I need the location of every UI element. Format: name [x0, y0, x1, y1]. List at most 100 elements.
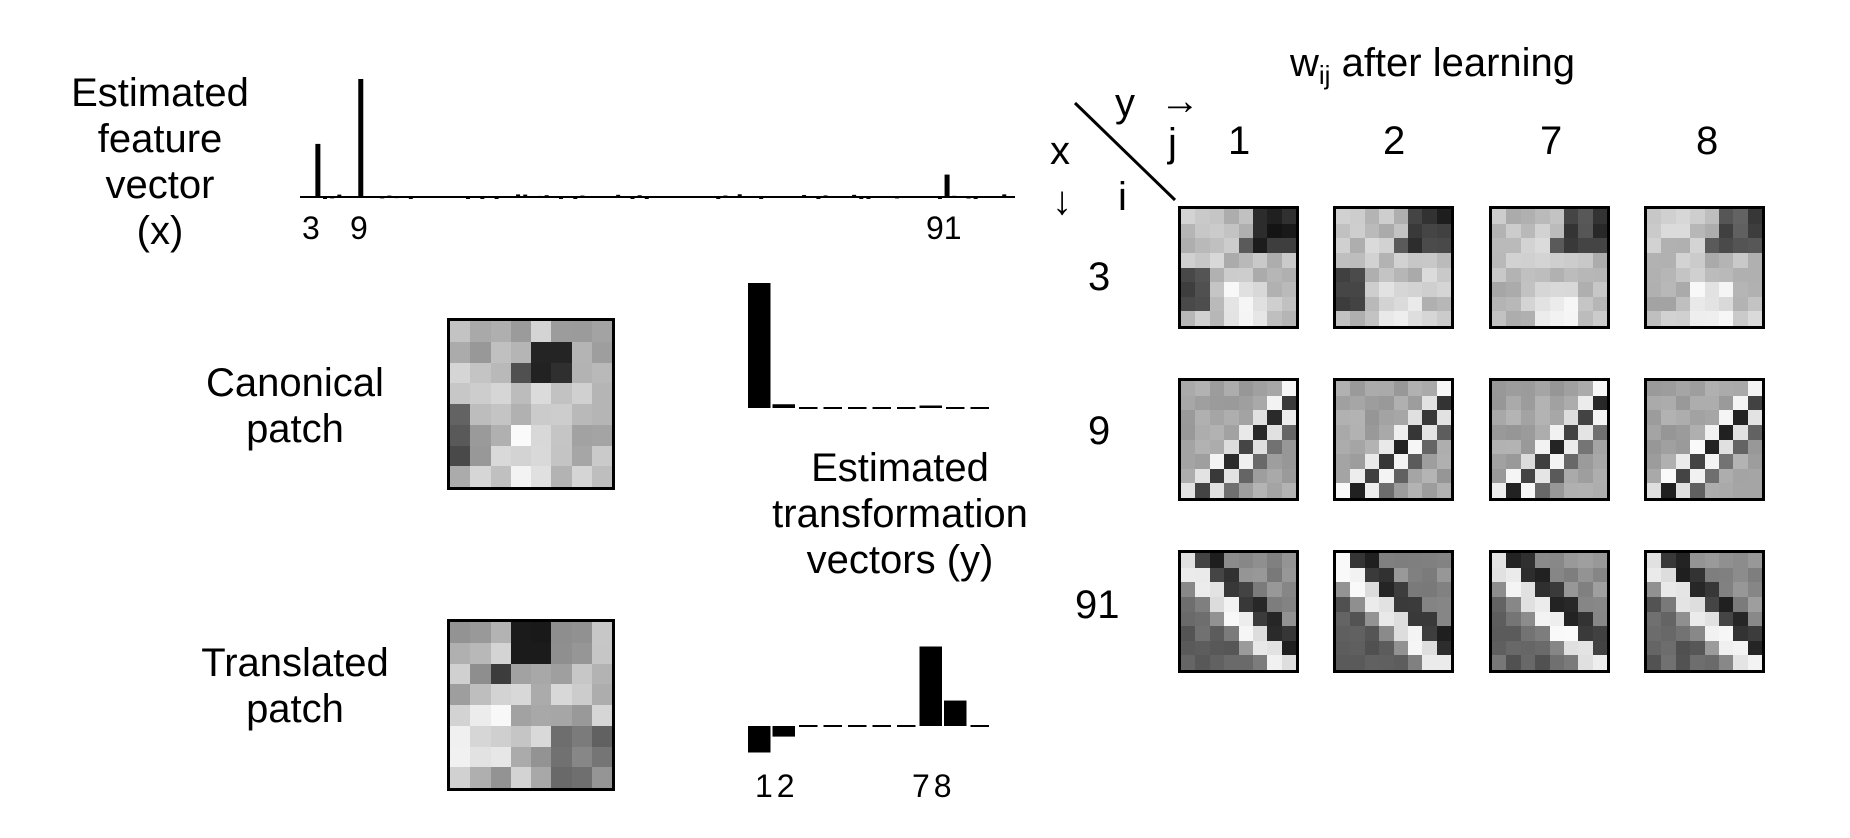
weight-patch-91-2 — [1333, 550, 1454, 673]
feature-bar-34 — [537, 195, 542, 198]
feature-bar-37 — [558, 197, 563, 199]
weight-patch-cells-3-2 — [1336, 209, 1451, 326]
feature-bar-80 — [866, 197, 871, 199]
weight-patch-91-8 — [1644, 550, 1765, 673]
feature-bar-62 — [737, 194, 742, 197]
weight-col-8: 8 — [1696, 119, 1719, 163]
y-tick-78: 78 — [912, 768, 956, 804]
weight-patch-cells-91-1 — [1181, 553, 1296, 670]
feature-bar-49 — [644, 197, 649, 199]
weight-patch-9-7 — [1489, 378, 1610, 501]
feature-bar-16 — [408, 197, 413, 199]
canonical-y-bar-2 — [772, 404, 795, 408]
weight-patch-cells-9-7 — [1492, 381, 1607, 498]
weight-patch-3-8 — [1644, 206, 1765, 329]
feature-bar-47 — [630, 197, 635, 199]
feature-vector-label: Estimated feature vector (x) — [71, 71, 249, 253]
weight-row-3: 3 — [1088, 255, 1111, 299]
feature-bar-26 — [480, 197, 485, 199]
feature-bar-65 — [759, 197, 764, 199]
feature-bar-9 — [358, 79, 364, 197]
feature-bar-12 — [380, 196, 385, 199]
header-diagonal — [1073, 101, 1177, 202]
weight-patch-cells-3-8 — [1647, 209, 1762, 326]
translated-patch-image — [447, 619, 615, 791]
feature-bar-60 — [723, 195, 728, 198]
feature-bar-4 — [323, 197, 328, 199]
canonical-y-bar-1 — [748, 283, 771, 408]
translated-y-bar-1 — [748, 726, 771, 753]
translated-patch-cells — [450, 622, 612, 788]
feature-bar-6 — [337, 194, 342, 197]
axis-y-label: y — [1115, 81, 1135, 125]
weight-col-7: 7 — [1540, 119, 1563, 163]
down-arrow-icon: ↓ — [1052, 179, 1072, 223]
weight-patch-3-2 — [1333, 206, 1454, 329]
weight-col-1: 1 — [1228, 119, 1251, 163]
right-arrow-icon: → — [1160, 79, 1200, 123]
feature-bar-40 — [580, 195, 585, 198]
feature-bar-45 — [616, 194, 621, 197]
canonical-patch-image — [447, 318, 615, 490]
weight-patch-9-2 — [1333, 378, 1454, 501]
feature-bar-94 — [966, 196, 971, 199]
translated-y-bar-9 — [944, 700, 967, 726]
y-tick-12: 12 — [755, 768, 799, 804]
weight-patch-cells-91-8 — [1647, 553, 1762, 670]
feature-bar-99 — [1002, 194, 1007, 197]
feature-bar-24 — [466, 197, 471, 199]
weight-row-91: 91 — [1075, 583, 1120, 627]
weight-patch-3-7 — [1489, 206, 1610, 329]
feature-bar-39 — [573, 197, 578, 199]
feature-bar-3 — [315, 143, 321, 197]
feature-bar-28 — [494, 197, 499, 199]
canonical-patch-cells — [450, 321, 612, 487]
feature-bar-78 — [852, 194, 857, 197]
weight-patch-9-1 — [1178, 378, 1299, 501]
weight-patch-91-7 — [1489, 550, 1610, 673]
feature-bar-35 — [544, 195, 549, 198]
feature-bar-13 — [387, 195, 392, 198]
weight-col-2: 2 — [1383, 119, 1406, 163]
feature-bar-59 — [716, 197, 721, 199]
feature-bar-31 — [516, 194, 521, 197]
feature-bar-95 — [973, 197, 978, 199]
weight-patch-cells-9-8 — [1647, 381, 1762, 498]
weight-patch-cells-91-7 — [1492, 553, 1607, 670]
weight-patch-cells-3-7 — [1492, 209, 1607, 326]
weight-patch-cells-9-1 — [1181, 381, 1296, 498]
transformation-vectors-label: Estimated transformation vectors (y) — [772, 446, 1028, 582]
feature-tick-3: 3 — [302, 210, 320, 246]
feature-tick-9: 9 — [350, 210, 368, 246]
feature-bar-90 — [937, 197, 942, 199]
feature-bar-5 — [330, 196, 335, 199]
axis-x-label: x — [1050, 129, 1070, 173]
weight-patch-cells-91-2 — [1336, 553, 1451, 670]
axis-j-label: j — [1168, 121, 1177, 165]
axis-i-label: i — [1118, 175, 1127, 219]
feature-bar-71 — [802, 195, 807, 198]
weight-patch-3-1 — [1178, 206, 1299, 329]
weights-title: wij after learning — [1290, 41, 1576, 90]
feature-bar-92 — [952, 195, 957, 198]
feature-bar-91 — [944, 174, 950, 197]
feature-bar-14 — [394, 196, 399, 199]
feature-bar-84 — [895, 196, 900, 199]
translated-y-bar-8 — [919, 646, 942, 726]
feature-tick-91: 91 — [926, 210, 962, 246]
weight-patch-cells-9-2 — [1336, 381, 1451, 498]
canonical-y-bar-8 — [919, 405, 942, 408]
weight-patch-9-8 — [1644, 378, 1765, 501]
feature-bar-74 — [823, 195, 828, 198]
feature-bar-32 — [523, 194, 528, 197]
feature-bar-48 — [637, 195, 642, 198]
feature-bar-79 — [859, 197, 864, 199]
translated-patch-label: Translated patch — [201, 641, 389, 731]
weight-patch-cells-3-1 — [1181, 209, 1296, 326]
weight-patch-91-1 — [1178, 550, 1299, 673]
canonical-patch-label: Canonical patch — [206, 361, 384, 451]
translated-y-bar-2 — [772, 726, 795, 737]
weight-row-9: 9 — [1088, 409, 1111, 453]
